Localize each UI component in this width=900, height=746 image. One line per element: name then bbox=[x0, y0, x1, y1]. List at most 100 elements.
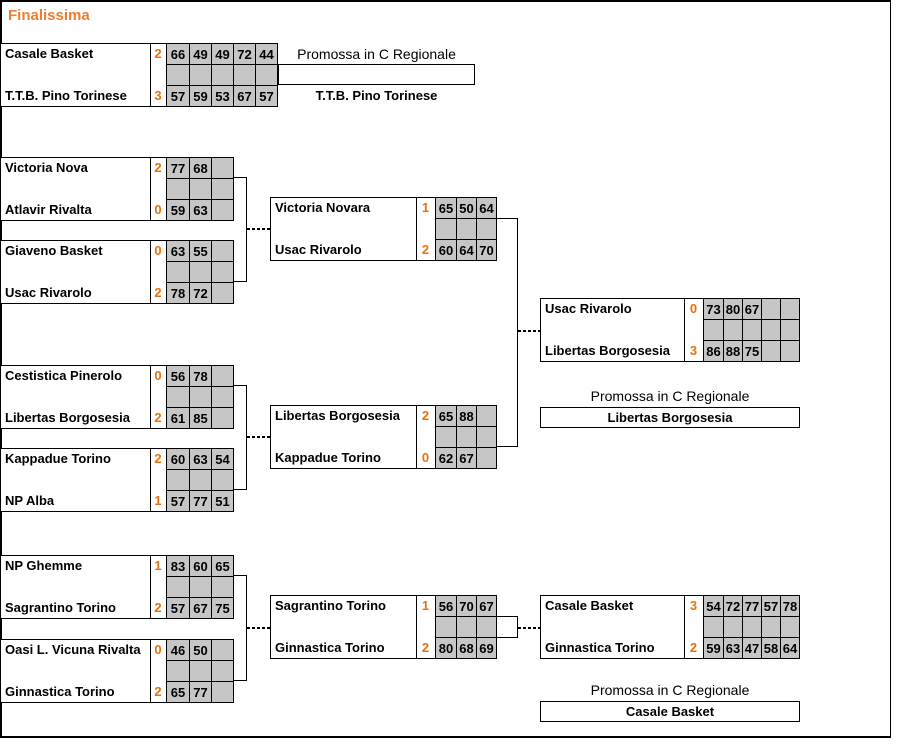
game-score-cell bbox=[476, 426, 496, 447]
game-score-cell: 49 bbox=[211, 44, 233, 64]
game-score-cell: 65 bbox=[436, 406, 456, 426]
game-score-cell bbox=[167, 261, 189, 282]
game-score-cell bbox=[761, 340, 780, 361]
game-score-cell: 57 bbox=[167, 85, 189, 106]
game-score-cell bbox=[780, 299, 799, 319]
game-score-cell: 57 bbox=[255, 85, 277, 106]
series-score: 2 bbox=[154, 451, 162, 466]
connector-line bbox=[233, 575, 247, 576]
game-score-cell bbox=[211, 64, 233, 85]
game-score-cell: 58 bbox=[761, 637, 780, 658]
game-score-cell bbox=[476, 616, 496, 637]
game-score-cell bbox=[761, 299, 780, 319]
game-score-cell: 78 bbox=[167, 282, 189, 303]
series-score: 1 bbox=[154, 558, 162, 573]
game-score-cell: 64 bbox=[476, 198, 496, 218]
connector-line bbox=[497, 446, 518, 447]
game-score-cell: 78 bbox=[189, 366, 211, 386]
promotion-winner-box: Casale Basket bbox=[540, 701, 800, 722]
connector-line bbox=[246, 177, 247, 282]
game-score-cell bbox=[436, 426, 456, 447]
connector-dashed-line bbox=[247, 436, 270, 438]
game-score-cell: 60 bbox=[167, 449, 189, 469]
series-score: 2 bbox=[421, 408, 430, 423]
team-name: NP Ghemme bbox=[5, 558, 83, 573]
game-score-cell bbox=[476, 406, 496, 426]
game-score-cell: 75 bbox=[211, 597, 233, 618]
team-name: Libertas Borgosesia bbox=[5, 410, 130, 425]
connector-line bbox=[517, 218, 518, 447]
game-score-cell bbox=[167, 386, 189, 407]
game-score-cell bbox=[456, 426, 476, 447]
team-name: Kappadue Torino bbox=[275, 450, 381, 465]
game-score-cell bbox=[189, 64, 211, 85]
promotion-label: Promossa in C Regionale bbox=[297, 46, 456, 62]
game-score-cell: 72 bbox=[233, 44, 255, 64]
game-score-cell bbox=[742, 319, 761, 340]
game-score-cell: 51 bbox=[211, 490, 233, 511]
game-score-cell bbox=[211, 178, 233, 199]
game-score-cell bbox=[723, 616, 742, 637]
game-score-cell bbox=[189, 386, 211, 407]
team-name: Usac Rivarolo bbox=[275, 242, 362, 257]
game-score-cell bbox=[436, 218, 456, 239]
team-name: Victoria Novara bbox=[275, 200, 371, 215]
team-name: Giaveno Basket bbox=[5, 243, 103, 258]
game-score-cell: 83 bbox=[167, 556, 189, 576]
series-score: 2 bbox=[154, 46, 162, 61]
game-score-cell: 65 bbox=[167, 681, 189, 702]
game-score-cell bbox=[211, 241, 233, 261]
team-name: Usac Rivarolo bbox=[545, 301, 632, 316]
game-score-cell: 59 bbox=[704, 637, 723, 658]
game-score-cell: 56 bbox=[167, 366, 189, 386]
game-score-cell: 68 bbox=[189, 158, 211, 178]
connector-line bbox=[246, 575, 247, 681]
game-score-cell bbox=[780, 340, 799, 361]
series-score: 0 bbox=[154, 642, 162, 657]
team-name: Kappadue Torino bbox=[5, 451, 111, 466]
game-score-cell bbox=[167, 64, 189, 85]
game-score-cell bbox=[456, 218, 476, 239]
game-score-cell: 77 bbox=[189, 681, 211, 702]
team-name: Cestistica Pinerolo bbox=[5, 368, 123, 383]
series-score: 2 bbox=[154, 410, 162, 425]
game-score-cell: 67 bbox=[742, 299, 761, 319]
team-name: Libertas Borgosesia bbox=[545, 343, 670, 358]
game-score-cell bbox=[456, 616, 476, 637]
game-score-cell: 54 bbox=[211, 449, 233, 469]
game-score-cell bbox=[189, 576, 211, 597]
connector-dashed-line bbox=[518, 627, 540, 629]
game-score-cell: 46 bbox=[167, 640, 189, 660]
series-score: 2 bbox=[154, 285, 162, 300]
game-score-cell: 78 bbox=[780, 596, 799, 616]
connector-line bbox=[497, 637, 518, 638]
game-score-cell bbox=[436, 616, 456, 637]
game-score-cell bbox=[211, 386, 233, 407]
game-score-cell: 57 bbox=[167, 490, 189, 511]
game-score-cell bbox=[780, 319, 799, 340]
game-score-cell: 64 bbox=[780, 637, 799, 658]
team-name: Libertas Borgosesia bbox=[275, 408, 400, 423]
series-score: 2 bbox=[154, 684, 162, 699]
game-score-cell bbox=[211, 576, 233, 597]
game-score-cell: 59 bbox=[189, 85, 211, 106]
game-score-cell: 49 bbox=[189, 44, 211, 64]
